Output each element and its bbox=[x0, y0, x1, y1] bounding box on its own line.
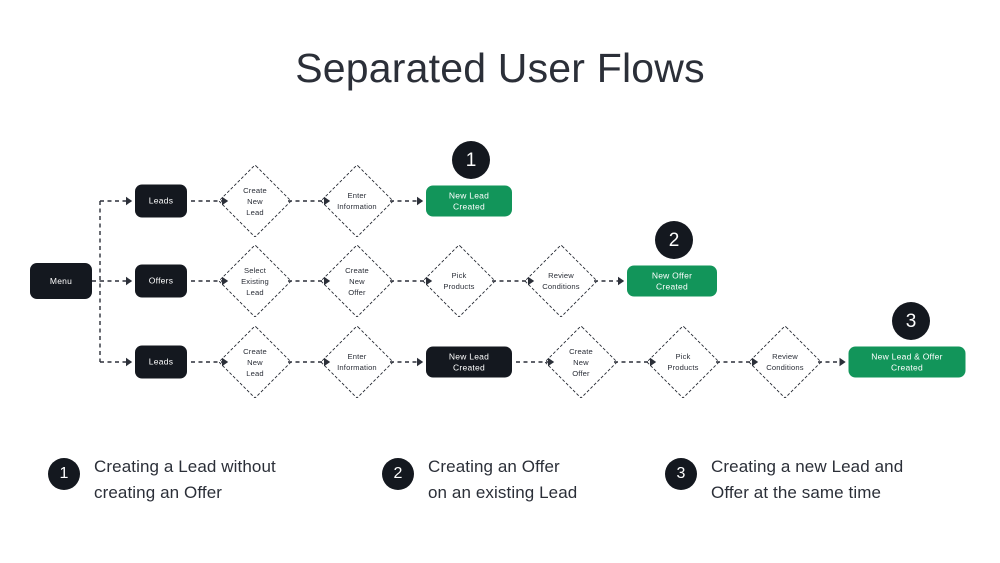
flow-step-badge-1: 1 bbox=[452, 141, 490, 179]
flow-node-pick-products[interactable]: Pick Products bbox=[646, 325, 720, 399]
flow-node-new-lead-created[interactable]: New Lead Created bbox=[426, 346, 512, 378]
flow-node-new-lead-created[interactable]: New Lead Created bbox=[426, 185, 512, 217]
flow-node-label: Pick Products bbox=[667, 352, 699, 372]
flow-node-label: Create New Lead bbox=[243, 346, 267, 378]
flow-node-label: Pick Products bbox=[443, 271, 475, 291]
flow-node-review-conditions[interactable]: Review Conditions bbox=[748, 325, 822, 399]
flow-node-enter-information[interactable]: Enter Information bbox=[320, 164, 394, 238]
flow-node-label: Select Existing Lead bbox=[241, 265, 269, 297]
legend: 1 Creating a Lead without creating an Off… bbox=[0, 446, 1000, 546]
legend-text: Creating an Offer on an existing Lead bbox=[428, 457, 578, 503]
legend-badge-2: 2 bbox=[382, 458, 414, 490]
page-title: Separated User Flows bbox=[295, 45, 705, 91]
flow-node-label: Enter Information bbox=[337, 191, 377, 211]
legend-text: Creating a new Lead and Offer at the sam… bbox=[711, 457, 904, 503]
legend-item-3: 3 Creating a new Lead and Offer at the sa… bbox=[665, 454, 903, 507]
legend-badge-1: 1 bbox=[48, 458, 80, 490]
flow-node-review-conditions[interactable]: Review Conditions bbox=[524, 244, 598, 318]
flow-node-offers[interactable]: Offers bbox=[135, 264, 187, 298]
flow-node-label: Create New Lead bbox=[243, 185, 267, 217]
flow-node-label: Create New Offer bbox=[345, 265, 369, 297]
flow-node-new-offer-created[interactable]: New Offer Created bbox=[627, 265, 717, 297]
flow-node-leads[interactable]: Leads bbox=[135, 345, 187, 379]
flow-node-create-new-offer[interactable]: Create New Offer bbox=[320, 244, 394, 318]
flow-node-create-new-lead[interactable]: Create New Lead bbox=[218, 325, 292, 399]
legend-item-1: 1 Creating a Lead without creating an Off… bbox=[48, 454, 276, 507]
flow-node-pick-products[interactable]: Pick Products bbox=[422, 244, 496, 318]
legend-badge-3: 3 bbox=[665, 458, 697, 490]
flow-node-label: Review Conditions bbox=[542, 271, 580, 291]
flow-node-label: Enter Information bbox=[337, 352, 377, 372]
legend-text: Creating a Lead without creating an Offe… bbox=[94, 457, 276, 503]
flow-node-new-lead-offer-created[interactable]: New Lead & Offer Created bbox=[848, 346, 966, 378]
flow-node-label: Review Conditions bbox=[766, 352, 804, 372]
flow-node-menu[interactable]: Menu bbox=[30, 263, 92, 299]
flow-node-enter-information[interactable]: Enter Information bbox=[320, 325, 394, 399]
flow-node-create-new-lead[interactable]: Create New Lead bbox=[218, 164, 292, 238]
flow-node-leads[interactable]: Leads bbox=[135, 184, 187, 218]
legend-item-2: 2 Creating an Offer on an existing Lead bbox=[382, 454, 577, 507]
flow-node-select-existing-lead[interactable]: Select Existing Lead bbox=[218, 244, 292, 318]
flow-node-label: Create New Offer bbox=[569, 346, 593, 378]
flow-step-badge-3: 3 bbox=[892, 302, 930, 340]
flow-step-badge-2: 2 bbox=[655, 221, 693, 259]
flow-node-create-new-offer[interactable]: Create New Offer bbox=[544, 325, 618, 399]
